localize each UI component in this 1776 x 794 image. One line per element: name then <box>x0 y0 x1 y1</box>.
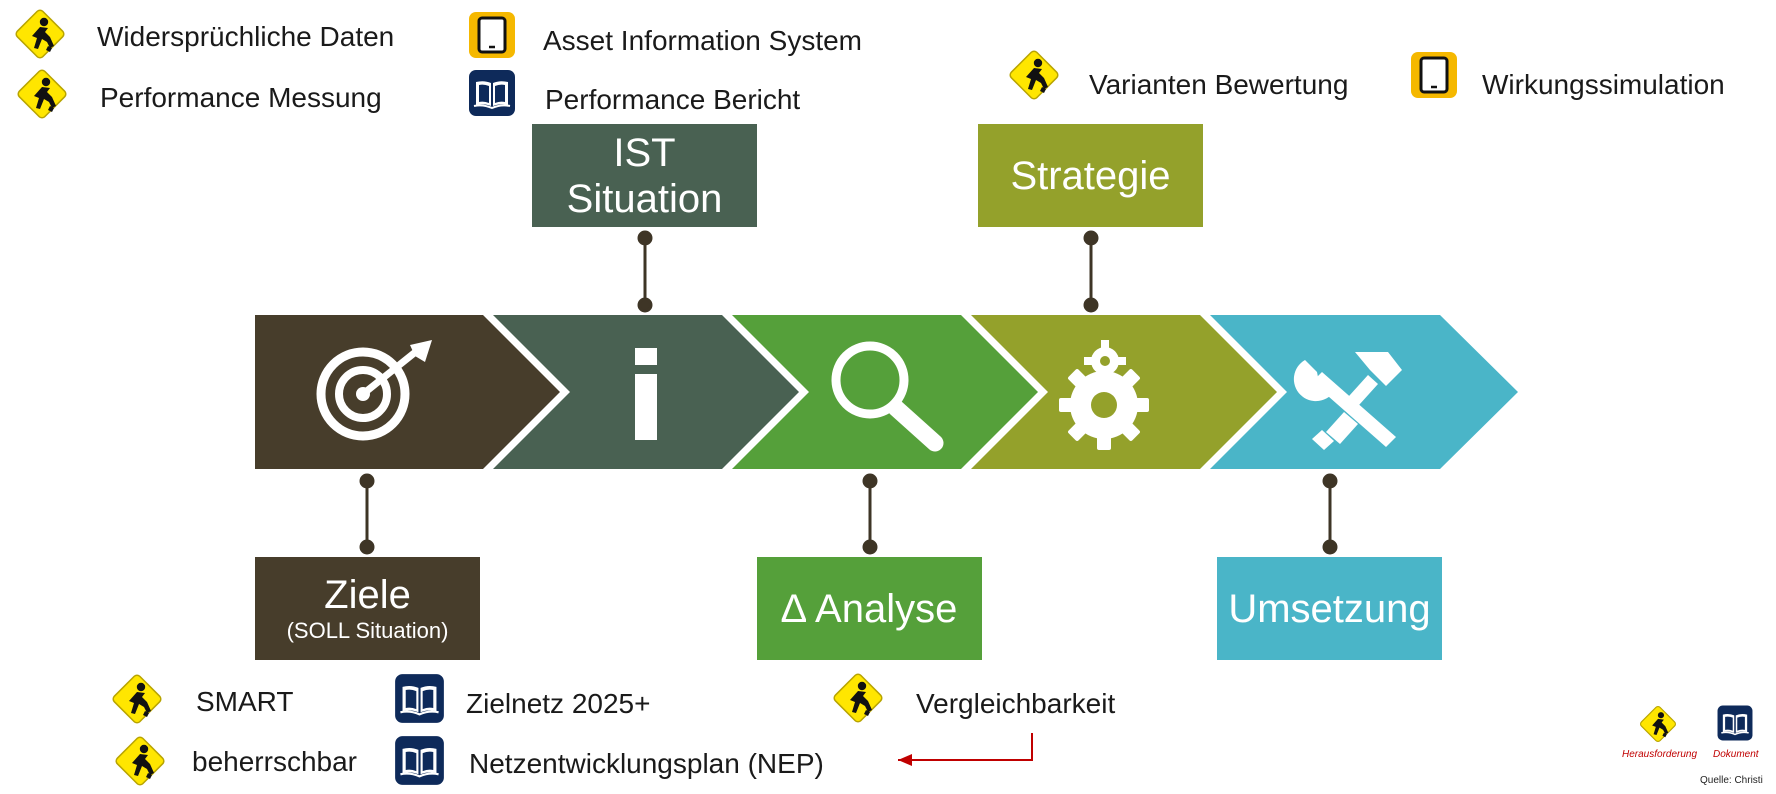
step-box-strategie: Strategie <box>978 124 1203 227</box>
document-label: Netzentwicklungsplan (NEP) <box>469 748 824 779</box>
target-icon <box>316 340 432 441</box>
book-icon <box>1716 704 1754 742</box>
step-box-umsetzung: Umsetzung <box>1217 557 1442 660</box>
document-label: Asset Information System <box>543 25 863 56</box>
document-label: Performance Bericht <box>545 84 801 115</box>
return-arrow <box>898 733 1033 766</box>
book-icon <box>393 672 446 725</box>
step-subtitle: (SOLL Situation) <box>286 618 449 644</box>
challenge-label: Widersprüchliche Daten <box>97 21 395 52</box>
step-title: Umsetzung <box>1228 586 1431 631</box>
warning-sign-icon <box>828 668 888 728</box>
connector <box>359 230 1338 555</box>
legend-label: Dokument <box>1713 749 1759 760</box>
magnifier-icon <box>831 341 944 452</box>
source-note: Quelle: Christi <box>1700 775 1763 786</box>
challenge-label: SMART <box>196 686 294 717</box>
book-icon <box>393 734 446 787</box>
challenge-label: Varianten Bewertung <box>1089 69 1349 100</box>
challenge-label: Performance Messung <box>100 82 382 113</box>
gears-icon <box>1059 340 1149 450</box>
step-title: Strategie <box>1010 153 1171 198</box>
step-box-ziele: Ziele (SOLL Situation) <box>255 557 480 660</box>
challenge-label: beherrschbar <box>192 746 357 777</box>
document-label: Zielnetz 2025+ <box>466 688 651 719</box>
legend-label: Herausforderung <box>1622 749 1698 760</box>
tool-label: Wirkungssimulation <box>1482 69 1725 100</box>
tools-icon <box>1293 352 1402 450</box>
step-box-analyse: ∆ Analyse <box>757 557 982 660</box>
step-box-ist: IST Situation <box>532 124 757 227</box>
info-icon <box>635 348 657 440</box>
step-title: ∆ Analyse <box>781 586 958 631</box>
step-title: Ziele <box>324 573 411 618</box>
warning-sign-icon <box>107 669 167 729</box>
chevron-analyse <box>732 315 1038 469</box>
warning-sign-icon <box>1636 702 1680 746</box>
warning-sign-icon <box>110 731 170 791</box>
step-title: IST Situation <box>566 130 723 221</box>
challenge-label: Vergleichbarkeit <box>916 688 1116 719</box>
